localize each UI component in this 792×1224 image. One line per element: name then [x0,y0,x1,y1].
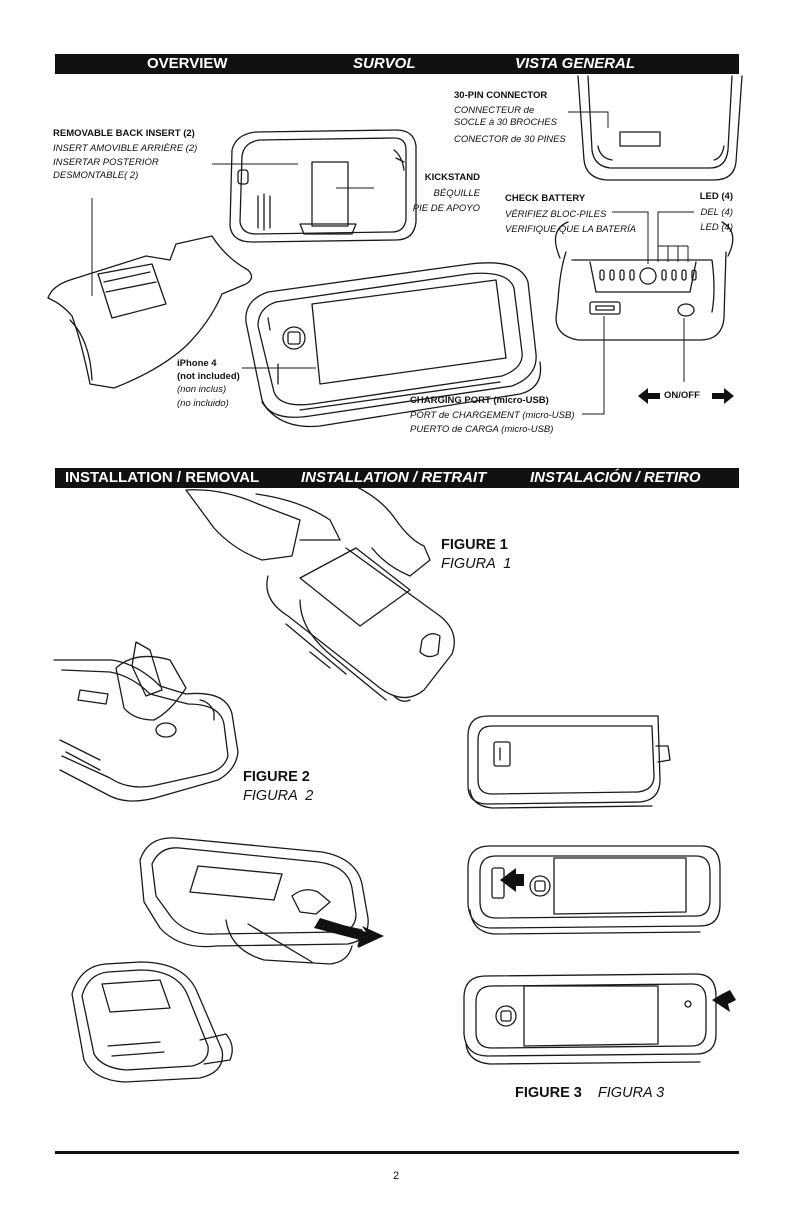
led-label: LED (4) DEL (4) LED (4) [700,191,733,235]
iphone-label: iPhone 4 (not included) (non inclus) (no… [177,358,240,410]
connector-label-es: CONECTOR de 30 PINES [454,133,566,145]
overview-title-es: VISTA GENERAL [515,55,636,72]
figure-3-case-illustration [467,715,671,809]
figure-2-illustration [53,641,239,802]
figure-3-caption-es: FIGURA 3 [597,1085,665,1101]
figure-3-caption-en: FIGURE 3 [515,1085,582,1101]
charging-port-label-fr: PORT de CHARGEMENT (micro-USB) [410,409,575,421]
iphone-label-es: (no incluido) [177,397,229,409]
figure-2-caption: FIGURE 2 FIGURA 2 [243,768,313,806]
iphone-in-case-illustration [245,262,542,428]
iphone-label-en: (not included) [177,370,240,382]
figure-1-caption: FIGURE 1 FIGURA 1 [441,536,511,574]
kickstand-label-en: KICKSTAND [424,172,480,183]
case-top-illustration [577,75,743,181]
leader-lines [91,111,694,415]
onoff-label: ON/OFF [664,390,700,401]
overview-title-en: OVERVIEW [147,55,228,72]
kickstand-label-es: PIE DE APOYO [412,203,480,214]
connector-label-fr-1: CONNECTEUR de [454,104,535,116]
charging-port-label: CHARGING PORT (micro-USB) PORT de CHARGE… [410,395,575,437]
case-bottom-illustration [554,221,734,341]
figure-2-slide-illustration [139,837,369,965]
back-insert-label: REMOVABLE BACK INSERT (2) INSERT AMOVIBL… [53,128,197,182]
figure-1-illustration [185,481,455,702]
back-insert-label-es-1: INSERTAR POSTERIOR [53,157,159,168]
led-label-fr: DEL (4) [700,206,733,218]
check-battery-label: CHECK BATTERY VÉRIFIEZ BLOC-PILES VERIFI… [505,193,636,237]
back-insert-label-en: REMOVABLE BACK INSERT (2) [53,128,195,139]
figure-2-caption-en: FIGURE 2 [243,769,310,785]
installation-section-bar: INSTALLATION / REMOVAL INSTALLATION / RE… [55,468,739,488]
figure-3-caption: FIGURE 3 FIGURA 3 [515,1084,664,1103]
connector-label-fr-2: SOCLE à 30 BROCHES [454,117,557,128]
check-battery-label-fr: VÉRIFIEZ BLOC-PILES [505,208,607,220]
figure-1-caption-es: FIGURA 1 [441,556,512,572]
kickstand-label: KICKSTAND BÉQUILLE PIE DE APOYO [413,172,480,216]
figure-3-insert-illustration [467,845,721,935]
figure-3-press-illustration [463,973,717,1065]
back-insert-label-es-2: DESMONTABLE( 2) [53,169,139,181]
figure-2-removed-illustration [71,961,233,1083]
page-number: 2 [392,1170,400,1182]
check-battery-label-es: VERIFIQUE QUE LA BATERÍA [505,224,636,235]
kickstand-label-fr: BÉQUILLE [433,187,480,199]
figure-2-caption-es: FIGURA 2 [243,788,314,804]
check-battery-label-en: CHECK BATTERY [505,193,586,204]
installation-title-fr: INSTALLATION / RETRAIT [301,469,487,486]
installation-title-es: INSTALACIÓN / RETIRO [530,469,701,486]
led-label-en: LED (4) [699,191,733,202]
back-insert-label-fr: INSERT AMOVIBLE ARRIÈRE (2) [53,142,198,154]
case-back-kickstand-illustration [229,129,417,243]
charging-port-label-es: PUERTO de CARGA (micro-USB) [410,424,554,435]
led-label-es: LED (4) [700,222,733,233]
figure-1-caption-en: FIGURE 1 [441,537,508,553]
charging-port-label-en: CHARGING PORT (micro-USB) [410,395,549,406]
back-insert-illustration [47,235,253,389]
iphone-label-fr: (non inclus) [177,384,227,395]
connector-label-en: 30-PIN CONNECTOR [454,90,548,101]
overview-title-fr: SURVOL [353,55,416,72]
overview-section-bar: OVERVIEW SURVOL VISTA GENERAL [55,54,739,74]
connector-label: 30-PIN CONNECTOR CONNECTEUR de SOCLE à 3… [454,90,566,146]
iphone-label-model: iPhone 4 [177,358,217,369]
footer-rule [55,1151,739,1154]
installation-title-en: INSTALLATION / REMOVAL [65,469,260,486]
arrows [314,388,736,1012]
